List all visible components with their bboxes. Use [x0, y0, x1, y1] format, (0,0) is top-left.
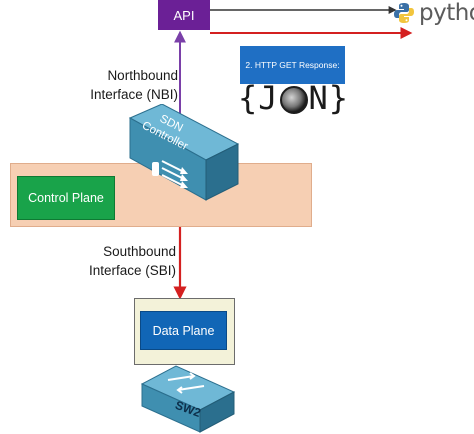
control-plane-label: Control Plane — [28, 191, 104, 205]
control-plane-box: Control Plane — [17, 176, 115, 220]
json-logo-right: N} — [308, 79, 350, 117]
data-plane-box: Data Plane — [140, 311, 227, 350]
http-get-response-box: 2. HTTP GET Response: — [240, 46, 345, 84]
sdn-controller-icon — [128, 104, 240, 201]
python-label: python — [419, 0, 474, 26]
data-plane-label: Data Plane — [152, 323, 215, 338]
southbound-line1: Southbound — [103, 244, 176, 259]
switch-arrows-icon — [167, 372, 205, 394]
southbound-line2: Interface (SBI) — [88, 263, 176, 278]
northbound-line1: Northbound — [107, 68, 178, 83]
northbound-interface-label: Northbound Interface (NBI) — [78, 66, 178, 104]
python-logo: python — [393, 0, 474, 26]
json-logo-left: {J — [238, 79, 279, 117]
switch-icon — [140, 365, 236, 433]
api-box: API — [158, 0, 210, 30]
northbound-line2: Interface (NBI) — [90, 87, 178, 102]
controller-glyph-icon — [152, 160, 188, 188]
python-logo-icon — [394, 3, 414, 23]
api-label: API — [173, 7, 195, 23]
http-get-response-label: 2. HTTP GET Response: — [245, 60, 340, 70]
json-logo-o-icon — [279, 86, 308, 114]
json-logo-icon: {J N} — [238, 78, 349, 118]
southbound-interface-label: Southbound Interface (SBI) — [76, 242, 176, 280]
